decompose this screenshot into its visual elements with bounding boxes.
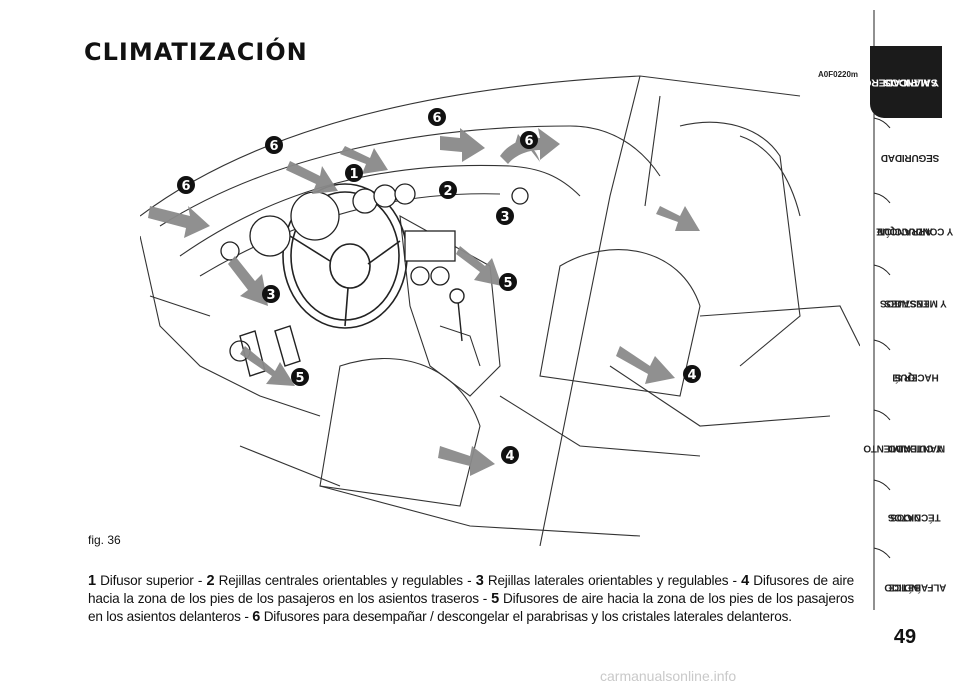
image-code: A0F0220m: [818, 70, 859, 79]
callout-6d: 6: [524, 134, 533, 149]
callout-2: 2: [443, 184, 452, 199]
tab-seguridad[interactable]: SEGURIDAD: [880, 151, 940, 163]
car-interior-illustration: 1 2 3 3 4 4 5 5 6 6 6 6: [140, 75, 860, 546]
watermark: carmanualsonline.info: [600, 668, 737, 684]
callouts: 1 2 3 3 4 4 5 5 6 6 6 6: [177, 108, 701, 464]
caption-num-1: 1: [88, 573, 96, 589]
figure-label: fig. 36: [88, 533, 121, 547]
callout-4b: 4: [505, 449, 514, 464]
caption-num-2: 2: [206, 573, 215, 589]
caption-num-4: 4: [741, 573, 750, 589]
callout-6c: 6: [432, 111, 441, 126]
callout-5b: 5: [295, 371, 304, 386]
caption-num-3: 3: [475, 573, 484, 589]
callout-4a: 4: [687, 368, 696, 383]
figure-caption: 1 Difusor superior - 2 Rejillas centrale…: [88, 572, 854, 626]
page-number: 49: [893, 626, 917, 648]
callout-6a: 6: [181, 179, 190, 194]
caption-num-6: 6: [252, 609, 261, 625]
caption-text-6: Difusores para desempañar / descongelar …: [263, 609, 792, 624]
callout-5a: 5: [503, 276, 512, 291]
callout-6b: 6: [269, 139, 278, 154]
caption-text-3: Rejillas laterales orientables y regulab…: [487, 573, 742, 588]
page-title: CLIMATIZACIÓN: [84, 38, 308, 66]
callout-3a: 3: [500, 210, 509, 225]
caption-text-2: Rejillas centrales orientables y regulab…: [218, 573, 476, 588]
callout-3b: 3: [266, 288, 275, 303]
caption-text-5: Difusores de aire hacia la zona de los p…: [88, 591, 854, 624]
caption-text-4: Difusores de aire hacia la zona de los p…: [88, 573, 855, 606]
caption-num-5: 5: [491, 591, 500, 607]
callout-1: 1: [349, 167, 358, 182]
caption-text-1: Difusor superior -: [100, 573, 207, 588]
